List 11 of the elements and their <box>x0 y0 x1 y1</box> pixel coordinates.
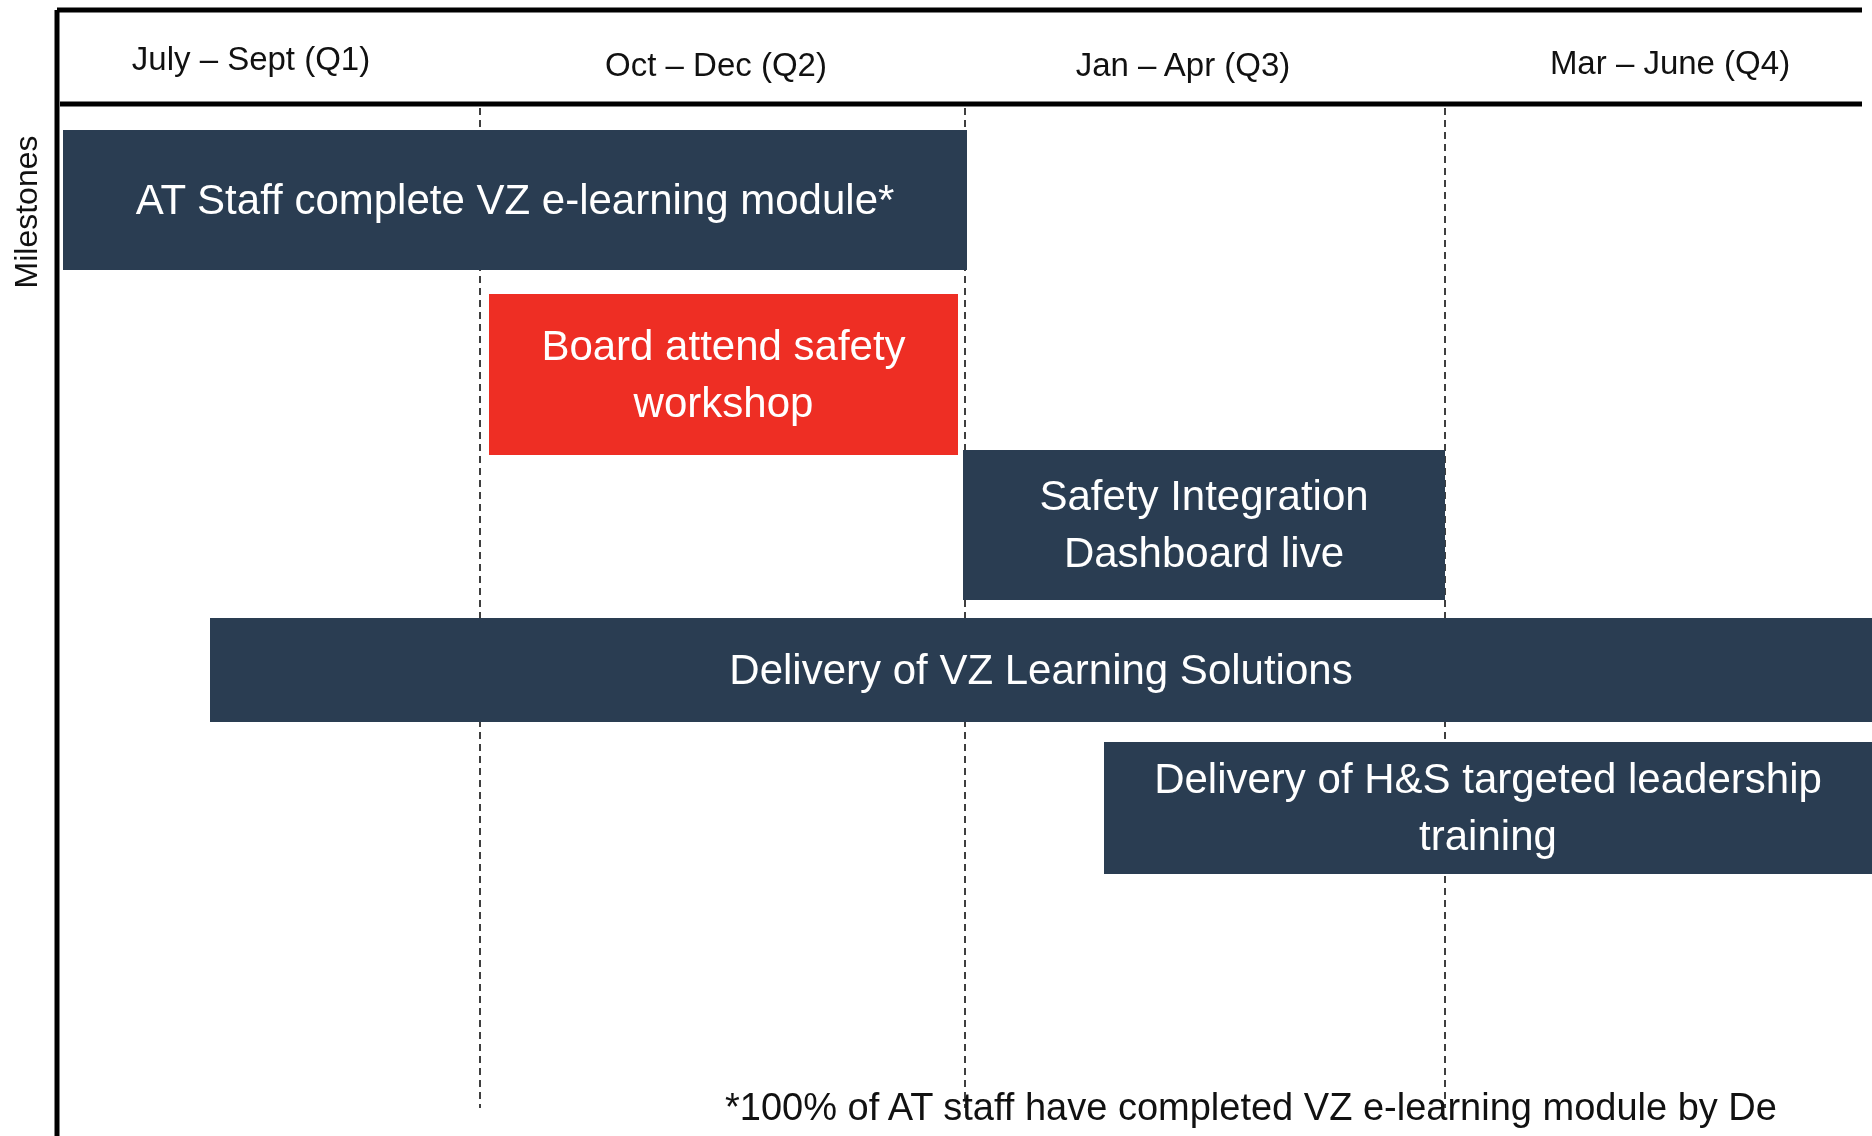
milestone-bar: Delivery of H&S targeted leadership training <box>1104 742 1872 874</box>
footnote: *100% of AT staff have completed VZ e-learning module by De <box>725 1086 1777 1129</box>
milestone-bar: Safety Integration Dashboard live <box>963 450 1445 600</box>
quarter-header: Jan – Apr (Q3) <box>1075 46 1291 84</box>
quarter-header: Mar – June (Q4) <box>1549 44 1791 82</box>
milestone-bar: AT Staff complete VZ e-learning module* <box>63 130 967 270</box>
milestone-bar: Board attend safety workshop <box>489 294 958 455</box>
milestone-bar: Delivery of VZ Learning Solutions <box>210 618 1872 722</box>
quarter-header: July – Sept (Q1) <box>131 40 371 78</box>
axis-label: Milestones <box>7 135 45 289</box>
quarter-header: Oct – Dec (Q2) <box>605 46 827 84</box>
